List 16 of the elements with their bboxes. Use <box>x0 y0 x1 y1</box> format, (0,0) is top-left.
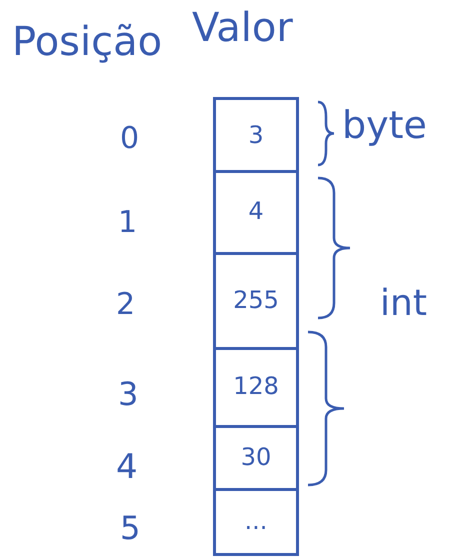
position-number: 2 <box>116 290 136 320</box>
position-number: 5 <box>120 512 140 544</box>
memory-cell: ... <box>213 488 299 556</box>
position-number: 0 <box>120 124 140 154</box>
type-label: int <box>380 286 427 322</box>
position-number: 3 <box>118 378 138 410</box>
column-header: Posição <box>12 22 162 62</box>
position-number: 4 <box>116 450 138 484</box>
type-label: byte <box>342 106 427 144</box>
memory-cell: 3 <box>213 97 299 173</box>
memory-cell: 128 <box>213 347 299 428</box>
memory-cell: 30 <box>213 425 299 491</box>
position-number: 1 <box>118 208 138 238</box>
column-header: Valor <box>192 8 293 48</box>
memory-cell: 4 <box>213 170 299 255</box>
memory-cell: 255 <box>213 252 299 350</box>
